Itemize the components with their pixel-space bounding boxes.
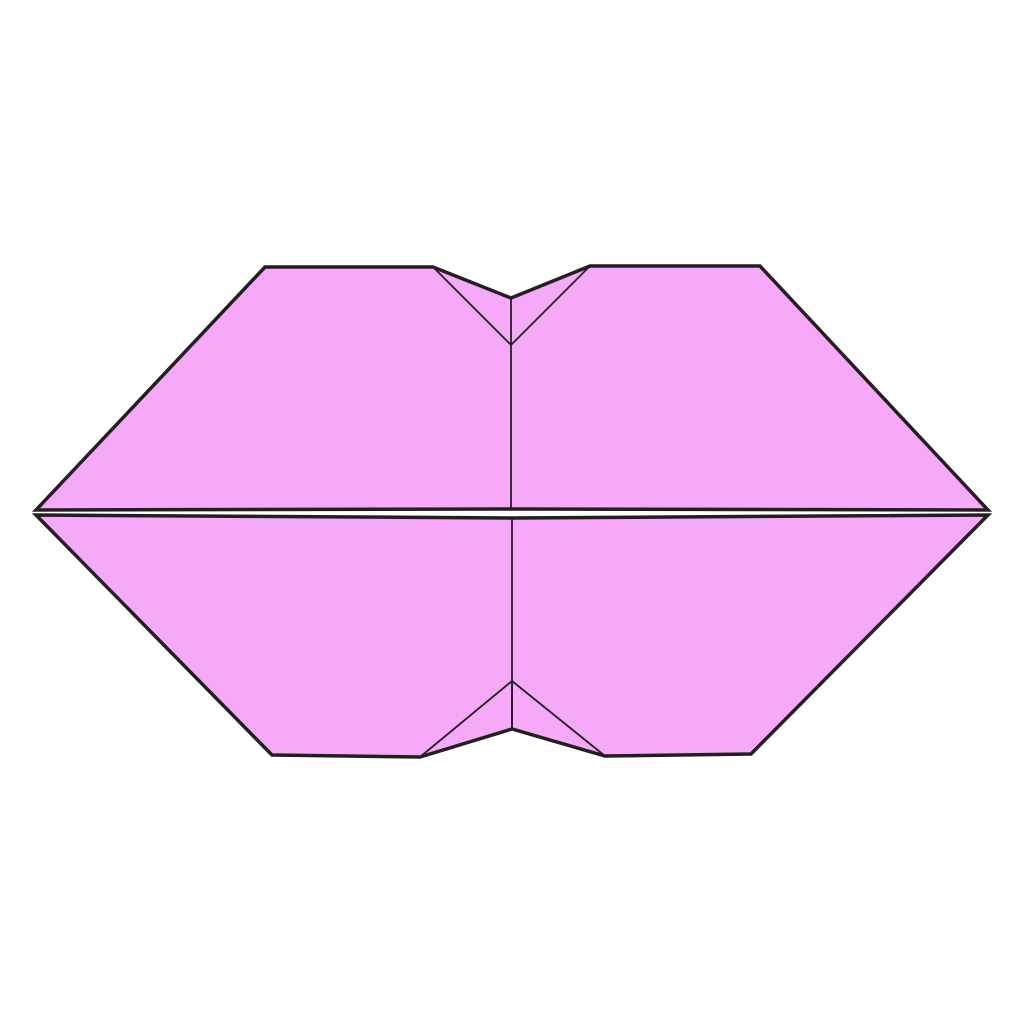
upper-right-notch-crease bbox=[510, 265, 591, 346]
lower-left-notch-crease bbox=[419, 680, 513, 758]
lower-lip bbox=[31, 513, 993, 759]
upper-lip bbox=[31, 264, 993, 512]
upper-left-notch-crease bbox=[432, 266, 512, 346]
upper-lip-shape bbox=[31, 264, 993, 512]
lower-right-notch-crease bbox=[511, 680, 606, 757]
